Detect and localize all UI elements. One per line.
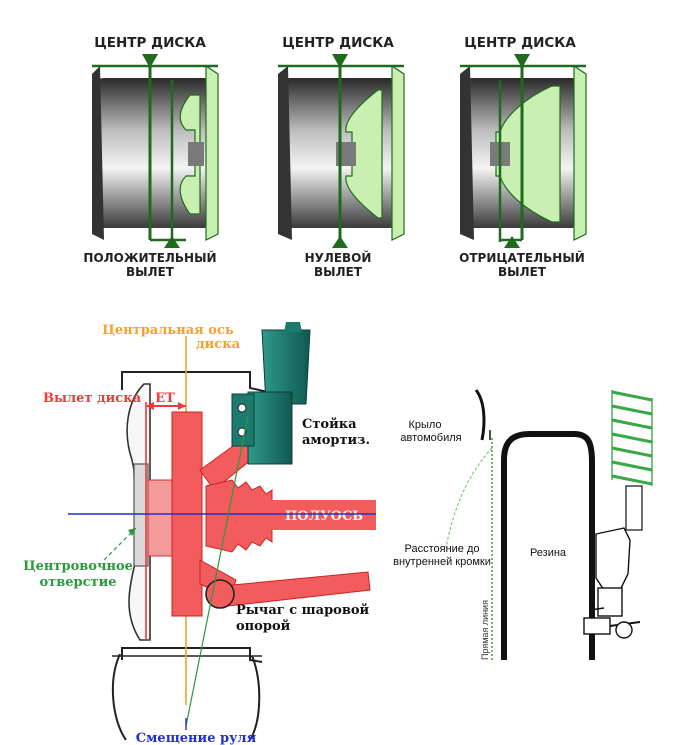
- ball-joint-housing: [583, 617, 611, 635]
- axle-shaft: [270, 500, 376, 530]
- tire-sidewall: [111, 653, 127, 741]
- bushing-icon: [615, 621, 633, 639]
- offset-types-panel: ЦЕНТР ДИСКА ПОЛОЖИТЕЛЬНЫЙ ВЫЛЕТ ЦЕНТР ДИ…: [83, 35, 587, 279]
- tire-sidewall: [249, 655, 261, 741]
- center-marker-top: [514, 54, 530, 68]
- strut-lower-body: [247, 391, 293, 465]
- coil-spring: [611, 390, 653, 486]
- strut-rod: [284, 322, 302, 332]
- label-zero-line2: ВЫЛЕТ: [314, 265, 363, 279]
- lever-label-1: Рычаг с шаровой: [236, 603, 370, 618]
- center-label-zero: ЦЕНТР ДИСКА: [282, 35, 394, 51]
- tire-label: Резина: [530, 547, 567, 559]
- axle-label: ПОЛУОСЬ: [285, 509, 363, 524]
- et-label: ET: [155, 391, 175, 406]
- label-negative-line2: ВЫЛЕТ: [498, 265, 547, 279]
- scrub-label: Смещение руля: [136, 731, 257, 745]
- rim-flange-outer: [391, 64, 405, 241]
- et-arrow-left: [146, 402, 154, 410]
- distance-leader: [445, 447, 493, 549]
- suspension-panel: Центральная ось диска Вылет диска ET ПОЛ…: [23, 322, 376, 745]
- tire-top-outline: [121, 371, 269, 393]
- center-label-negative: ЦЕНТР ДИСКА: [464, 35, 576, 51]
- center-bore-label-2: отверстие: [39, 575, 116, 590]
- tire-bottom-outline: [121, 647, 263, 663]
- offset-label: Вылет диска: [43, 391, 142, 406]
- strut-label-1: Стойка: [302, 417, 357, 432]
- offset-marker: [504, 236, 520, 248]
- et-arrow-right: [178, 402, 186, 410]
- rim-flange-inner: [460, 66, 474, 240]
- rim-flange-outer: [573, 64, 587, 241]
- label-positive-line2: ВЫЛЕТ: [126, 265, 175, 279]
- label-positive-line1: ПОЛОЖИТЕЛЬНЫЙ: [83, 250, 216, 265]
- center-axis-label-1: Центральная ось: [102, 323, 234, 338]
- offset-marker: [164, 236, 180, 248]
- clearance-panel: Крыло автомобиля Прямая линия Расстояние…: [393, 389, 653, 660]
- steering-axis-line: [185, 415, 249, 727]
- ball-joint: [205, 579, 235, 609]
- offset-marker: [332, 236, 348, 248]
- shock-rod: [625, 485, 643, 531]
- center-bore-label-1: Центровочное: [23, 559, 133, 574]
- hub-flange: [147, 479, 175, 557]
- knuckle-body: [595, 527, 631, 591]
- center-label-positive: ЦЕНТР ДИСКА: [94, 35, 206, 51]
- label-zero-line1: НУЛЕВОЙ: [305, 250, 372, 265]
- hub-bore: [188, 142, 204, 166]
- center-bore-arrow: [128, 528, 136, 536]
- distance-label-2: внутренней кромки: [393, 556, 491, 568]
- strut-bracket: [231, 393, 255, 447]
- distance-label-1: Расстояние до: [404, 543, 479, 555]
- strut-label-2: амортиз.: [302, 433, 370, 448]
- rim-flange-outer: [205, 64, 219, 241]
- lever-label-2: опорой: [236, 619, 291, 634]
- label-negative-line1: ОТРИЦАТЕЛЬНЫЙ: [459, 250, 585, 265]
- tire-profile: [501, 431, 595, 660]
- lower-control-arm: [221, 571, 371, 607]
- hub-block: [597, 587, 623, 617]
- rim-flange-inner: [92, 66, 104, 240]
- fender-label-1: Крыло: [408, 419, 441, 431]
- wheel-positive-offset: ЦЕНТР ДИСКА ПОЛОЖИТЕЛЬНЫЙ ВЫЛЕТ: [83, 35, 219, 279]
- disk-face: [345, 89, 383, 219]
- disk-face: [179, 94, 201, 215]
- rim-flange-inner: [278, 66, 292, 240]
- fender-label-2: автомобиля: [400, 432, 461, 444]
- tie-rod: [589, 607, 605, 611]
- bolt-icon: [237, 403, 247, 413]
- wheel-negative-offset: ЦЕНТР ДИСКА ОТРИЦАТЕЛЬНЫЙ ВЫЛЕТ: [459, 35, 587, 279]
- straight-line-label: Прямая линия: [480, 600, 490, 660]
- center-marker-top: [142, 54, 158, 68]
- fender-edge: [474, 389, 486, 441]
- center-marker-top: [332, 54, 348, 68]
- cv-boot: [205, 479, 273, 553]
- wheel-zero-offset: ЦЕНТР ДИСКА НУЛЕВОЙ ВЫЛЕТ: [278, 35, 405, 279]
- center-axis-label-2: диска: [196, 337, 241, 352]
